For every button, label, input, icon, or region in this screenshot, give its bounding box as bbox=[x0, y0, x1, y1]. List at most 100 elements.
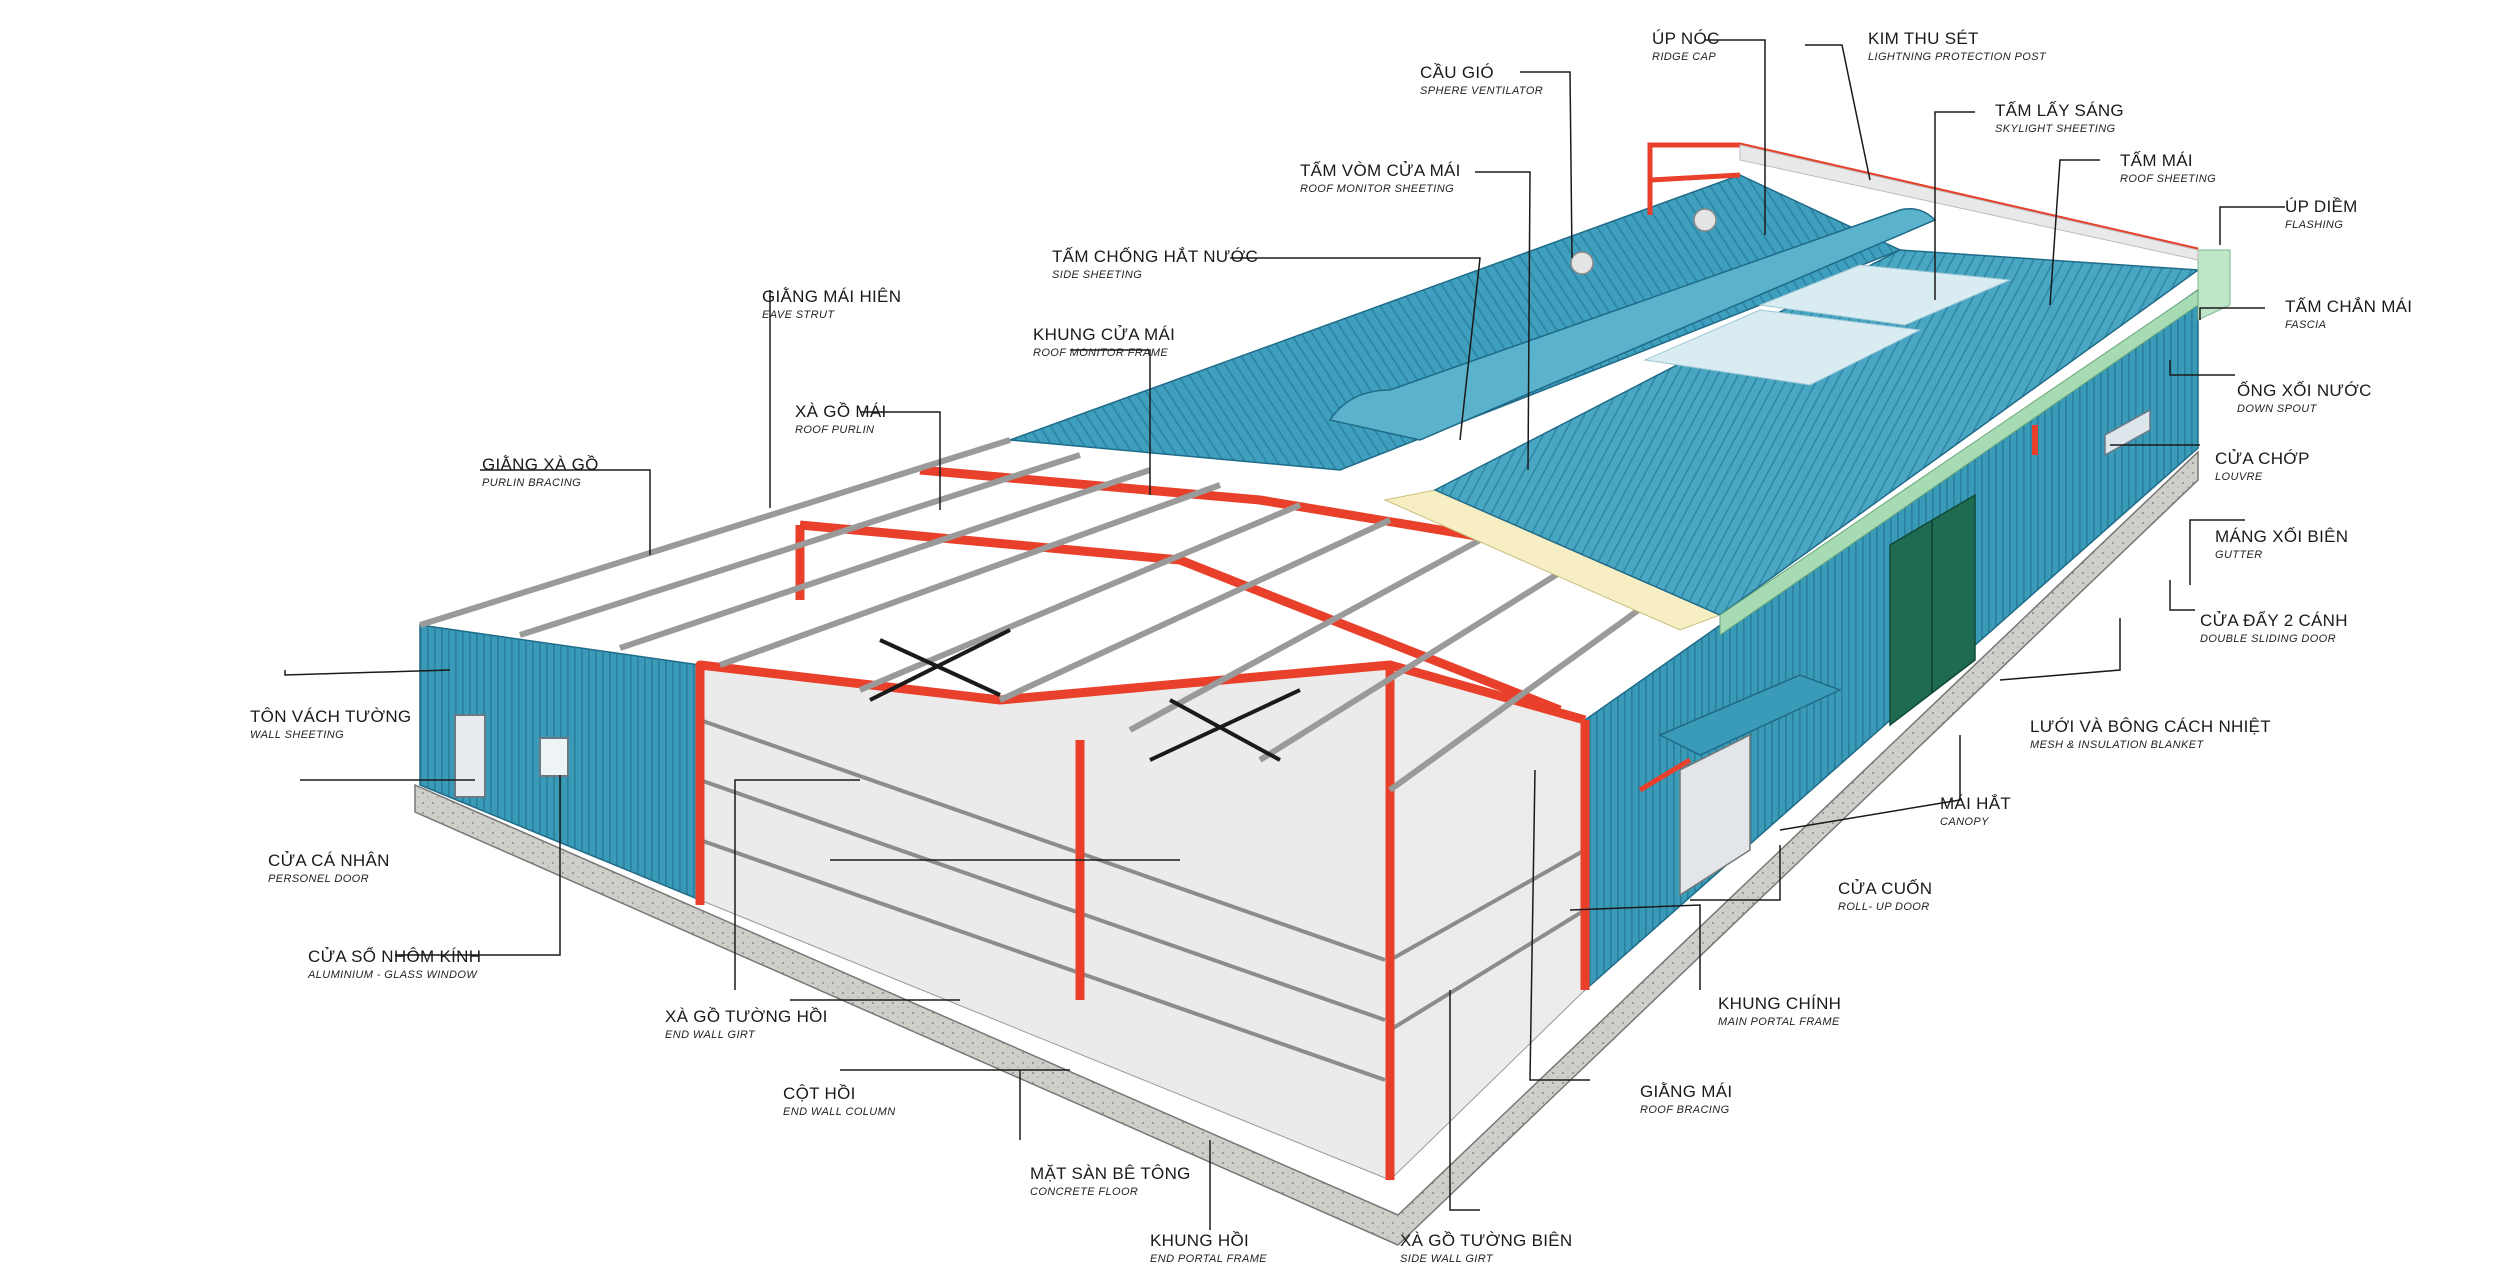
label-roof-monitor-frame: KHUNG CỬA MÁI ROOF MONITOR FRAME bbox=[1033, 326, 1175, 359]
label-side-sheeting: TẤM CHỐNG HẮT NƯỚC SIDE SHEETING bbox=[1052, 248, 1258, 281]
label-flashing-vi: ÚP DIỀM bbox=[2285, 197, 2358, 216]
label-end-portal-frame: KHUNG HỒI END PORTAL FRAME bbox=[1150, 1232, 1267, 1265]
label-fascia: TẤM CHẮN MÁI FASCIA bbox=[2285, 298, 2412, 331]
label-flashing-en: FLASHING bbox=[2285, 219, 2344, 231]
label-side-wall-girt-vi: XÀ GỒ TƯỜNG BIÊN bbox=[1400, 1231, 1573, 1250]
label-glass-window-en: ALUMINIUM - GLASS WINDOW bbox=[308, 969, 478, 981]
label-roll-up-door-vi: CỬA CUỐN bbox=[1838, 879, 1933, 898]
label-wall-sheeting-vi: TÔN VÁCH TƯỜNG bbox=[250, 707, 412, 726]
label-roof-bracing-en: ROOF BRACING bbox=[1640, 1104, 1730, 1116]
label-glass-window-vi: CỬA SỔ NHÔM KÍNH bbox=[308, 947, 482, 966]
label-skylight-sheeting-vi: TẤM LẤY SÁNG bbox=[1995, 101, 2124, 120]
fascia-front bbox=[1719, 289, 2199, 636]
label-mesh-insulation-vi: LƯỚI VÀ BÔNG CÁCH NHIỆT bbox=[2030, 717, 2271, 736]
label-roll-up-door: CỬA CUỐN ROLL- UP DOOR bbox=[1838, 880, 1932, 913]
label-glass-window: CỬA SỔ NHÔM KÍNH ALUMINIUM - GLASS WINDO… bbox=[308, 948, 481, 981]
label-double-sliding-door-vi: CỬA ĐẨY 2 CÁNH bbox=[2200, 611, 2348, 630]
label-roof-purlin-en: ROOF PURLIN bbox=[795, 424, 875, 436]
label-end-wall-girt-vi: XÀ GỒ TƯỜNG HỒI bbox=[665, 1007, 828, 1026]
concrete-floor-slab bbox=[414, 450, 2199, 1246]
label-concrete-floor-vi: MẶT SÀN BÊ TÔNG bbox=[1030, 1164, 1191, 1183]
side-wall-open-bay bbox=[1389, 664, 1586, 1182]
label-purlin-bracing: GIẰNG XÀ GỒ PURLIN BRACING bbox=[482, 456, 599, 489]
label-roof-monitor-frame-vi: KHUNG CỬA MÁI bbox=[1033, 325, 1176, 344]
label-purlin-bracing-en: PURLIN BRACING bbox=[482, 477, 582, 489]
label-down-spout-en: DOWN SPOUT bbox=[2237, 403, 2317, 415]
label-sphere-ventilator-en: SPHERE VENTILATOR bbox=[1420, 85, 1544, 97]
label-concrete-floor-en: CONCRETE FLOOR bbox=[1030, 1186, 1139, 1198]
canopy-strut bbox=[1638, 757, 1692, 793]
label-ridge-cap-en: RIDGE CAP bbox=[1652, 51, 1717, 63]
label-canopy: MÁI HẮT CANOPY bbox=[1940, 795, 2011, 828]
label-roof-sheeting-vi: TẤM MÁI bbox=[2120, 151, 2193, 170]
label-purlin-bracing-vi: GIẰNG XÀ GỒ bbox=[482, 455, 599, 474]
label-double-sliding-door: CỬA ĐẨY 2 CÁNH DOUBLE SLIDING DOOR bbox=[2200, 612, 2348, 645]
label-roof-sheeting-en: ROOF SHEETING bbox=[2120, 173, 2217, 185]
label-end-wall-girt-en: END WALL GIRT bbox=[665, 1029, 756, 1041]
label-roof-bracing: GIẰNG MÁI ROOF BRACING bbox=[1640, 1083, 1732, 1116]
label-roof-bracing-vi: GIẰNG MÁI bbox=[1640, 1082, 1733, 1101]
label-sphere-ventilator-vi: CẦU GIÓ bbox=[1420, 63, 1494, 82]
label-roof-purlin-vi: XÀ GỒ MÁI bbox=[795, 402, 887, 421]
label-ridge-cap: ÚP NÓC RIDGE CAP bbox=[1652, 30, 1720, 63]
label-ridge-cap-vi: ÚP NÓC bbox=[1652, 29, 1720, 48]
label-skylight-sheeting: TẤM LẤY SÁNG SKYLIGHT SHEETING bbox=[1995, 102, 2124, 135]
label-end-wall-column-en: END WALL COLUMN bbox=[783, 1106, 896, 1118]
label-lightning-post-en: LIGHTNING PROTECTION POST bbox=[1868, 51, 2047, 63]
label-roll-up-door-en: ROLL- UP DOOR bbox=[1838, 901, 1930, 913]
label-sphere-ventilator: CẦU GIÓ SPHERE VENTILATOR bbox=[1420, 64, 1543, 97]
label-roof-monitor-sheeting: TẤM VÒM CỬA MÁI ROOF MONITOR SHEETING bbox=[1300, 162, 1461, 195]
label-side-wall-girt-en: SIDE WALL GIRT bbox=[1400, 1253, 1494, 1265]
label-end-portal-frame-vi: KHUNG HỒI bbox=[1150, 1231, 1250, 1250]
label-personel-door-vi: CỬA CÁ NHÂN bbox=[268, 851, 390, 870]
label-gutter-en: GUTTER bbox=[2215, 549, 2263, 561]
label-roof-purlin: XÀ GỒ MÁI ROOF PURLIN bbox=[795, 403, 887, 436]
label-end-wall-girt: XÀ GỒ TƯỜNG HỒI END WALL GIRT bbox=[665, 1008, 828, 1041]
fascia-band bbox=[2197, 249, 2231, 321]
label-canopy-en: CANOPY bbox=[1940, 816, 1989, 828]
label-roof-monitor-sheeting-en: ROOF MONITOR SHEETING bbox=[1300, 183, 1455, 195]
label-eave-strut: GIẰNG MÁI HIÊN EAVE STRUT bbox=[762, 288, 901, 321]
label-fascia-en: FASCIA bbox=[2285, 319, 2327, 331]
sphere-ventilators bbox=[1570, 208, 1717, 275]
personnel-door-shape bbox=[454, 714, 486, 798]
label-louvre-en: LOUVRE bbox=[2215, 471, 2263, 483]
label-concrete-floor: MẶT SÀN BÊ TÔNG CONCRETE FLOOR bbox=[1030, 1165, 1191, 1198]
leader-lines bbox=[284, 39, 2285, 1230]
label-main-portal-frame-en: MAIN PORTAL FRAME bbox=[1718, 1016, 1840, 1028]
roof-monitor bbox=[1328, 208, 1937, 441]
label-side-sheeting-en: SIDE SHEETING bbox=[1052, 269, 1143, 281]
label-end-wall-column-vi: CỘT HỒI bbox=[783, 1084, 856, 1103]
label-mesh-insulation-en: MESH & INSULATION BLANKET bbox=[2030, 739, 2204, 751]
label-eave-strut-en: EAVE STRUT bbox=[762, 309, 835, 321]
label-personel-door-en: PERSONEL DOOR bbox=[268, 873, 369, 885]
label-louvre: CỬA CHỚP LOUVRE bbox=[2215, 450, 2310, 483]
label-down-spout: ỐNG XỐI NƯỚC DOWN SPOUT bbox=[2237, 382, 2372, 415]
label-skylight-sheeting-en: SKYLIGHT SHEETING bbox=[1995, 123, 2116, 135]
label-main-portal-frame-vi: KHUNG CHÍNH bbox=[1718, 994, 1842, 1013]
label-lightning-post: KIM THU SÉT LIGHTNING PROTECTION POST bbox=[1868, 30, 2046, 63]
label-mesh-insulation: LƯỚI VÀ BÔNG CÁCH NHIỆT MESH & INSULATIO… bbox=[2030, 718, 2271, 751]
label-roof-monitor-sheeting-vi: TẤM VÒM CỬA MÁI bbox=[1300, 161, 1461, 180]
label-louvre-vi: CỬA CHỚP bbox=[2215, 449, 2310, 468]
label-end-wall-column: CỘT HỒI END WALL COLUMN bbox=[783, 1085, 896, 1118]
skylight-panels bbox=[1643, 264, 2011, 386]
label-personel-door: CỬA CÁ NHÂN PERSONEL DOOR bbox=[268, 852, 390, 885]
label-down-spout-vi: ỐNG XỐI NƯỚC bbox=[2237, 381, 2372, 400]
canopy-shape bbox=[1658, 674, 1842, 756]
label-roof-sheeting: TẤM MÁI ROOF SHEETING bbox=[2120, 152, 2216, 185]
label-gutter: MÁNG XỐI BIÊN GUTTER bbox=[2215, 528, 2348, 561]
label-end-portal-frame-en: END PORTAL FRAME bbox=[1150, 1253, 1268, 1265]
label-fascia-vi: TẤM CHẮN MÁI bbox=[2285, 297, 2413, 316]
glass-window-shape bbox=[539, 737, 569, 777]
label-side-sheeting-vi: TẤM CHỐNG HẮT NƯỚC bbox=[1052, 247, 1259, 266]
ridge-parapet bbox=[1739, 144, 2199, 261]
roof-bracing-lines bbox=[869, 628, 1301, 762]
end-wall-girt-lines bbox=[699, 718, 1587, 1082]
label-lightning-post-vi: KIM THU SÉT bbox=[1868, 29, 1979, 48]
label-roof-monitor-frame-en: ROOF MONITOR FRAME bbox=[1033, 347, 1169, 359]
louvre-shape bbox=[2104, 408, 2151, 457]
label-eave-strut-vi: GIẰNG MÁI HIÊN bbox=[762, 287, 902, 306]
